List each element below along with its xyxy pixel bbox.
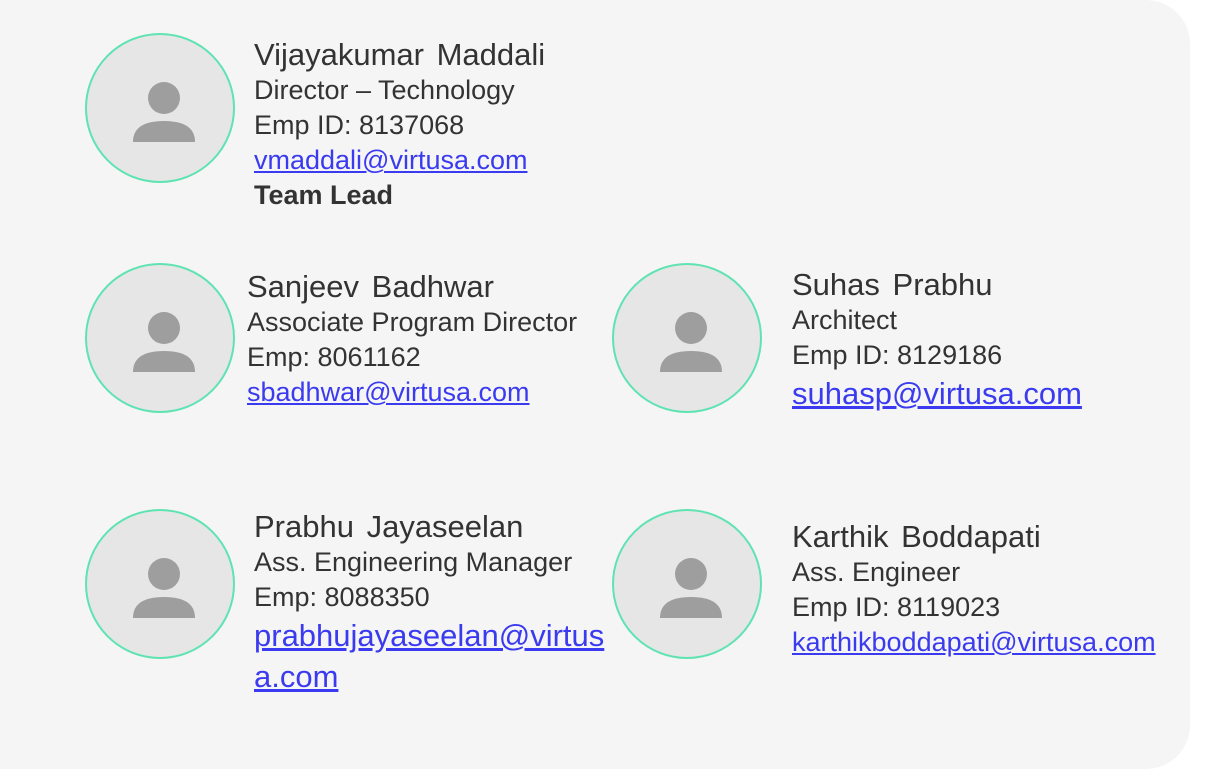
member-emp-id: Emp: 8061162 — [247, 342, 421, 372]
person-icon — [133, 558, 195, 618]
member-emp-id: Emp: 8088350 — [254, 582, 430, 612]
member-email-link[interactable]: karthikboddapati@virtusa.com — [792, 627, 1156, 657]
avatar — [612, 509, 762, 659]
member-emp-id: Emp ID: 8119023 — [792, 592, 1001, 622]
person-icon — [133, 312, 195, 372]
team-panel: Vijayakumar Maddali Director – Technolog… — [85, 33, 1156, 697]
person-icon — [660, 312, 722, 372]
member-email-link[interactable]: suhasp@virtusa.com — [792, 376, 1082, 411]
avatar — [85, 263, 235, 413]
member-email-link[interactable]: vmaddali@virtusa.com — [254, 145, 528, 175]
member-name: Prabhu Jayaseelan — [254, 509, 524, 544]
member-name: Vijayakumar Maddali — [254, 37, 546, 72]
member-emp-id: Emp ID: 8129186 — [792, 340, 1003, 370]
avatar — [85, 509, 235, 659]
member-title: Ass. Engineering Manager — [254, 547, 573, 577]
member-title: Director – Technology — [254, 75, 515, 105]
member-card: Vijayakumar Maddali Director – Technolog… — [254, 37, 545, 213]
member-name: Sanjeev Badhwar — [247, 269, 494, 304]
person-icon — [133, 82, 195, 142]
member-name: Karthik Boddapati — [792, 519, 1041, 554]
avatar — [85, 33, 235, 183]
person-icon — [660, 558, 722, 618]
member-card: Sanjeev Badhwar Associate Program Direct… — [247, 269, 577, 410]
member-emp-id: Emp ID: 8137068 — [254, 110, 465, 140]
member-role: Team Lead — [254, 180, 394, 210]
member-email-link[interactable]: sbadhwar@virtusa.com — [247, 377, 530, 407]
member-card: Suhas Prabhu Architect Emp ID: 8129186 s… — [792, 267, 1082, 414]
member-title: Architect — [792, 305, 898, 335]
member-email-link[interactable]: prabhujayaseelan@virtusa.com — [254, 618, 605, 694]
member-title: Ass. Engineer — [792, 557, 961, 587]
avatar — [612, 263, 762, 413]
member-title: Associate Program Director — [247, 307, 578, 337]
member-card: Prabhu Jayaseelan Ass. Engineering Manag… — [254, 509, 614, 697]
member-name: Suhas Prabhu — [792, 267, 993, 302]
member-card: Karthik Boddapati Ass. Engineer Emp ID: … — [792, 519, 1156, 660]
